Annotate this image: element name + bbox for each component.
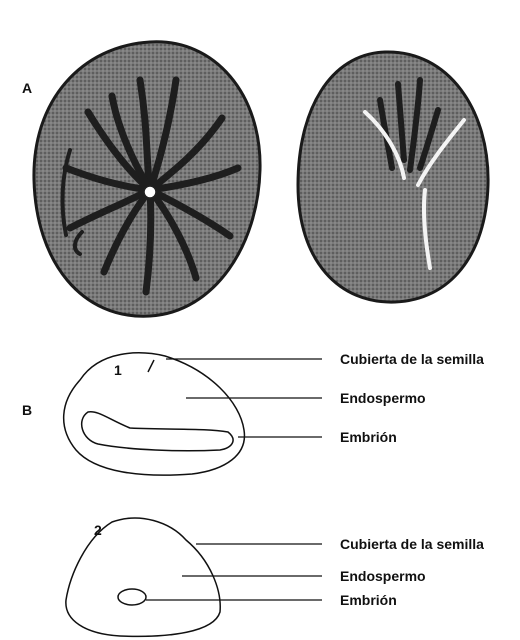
label-endosperm-1: Endospermo	[340, 390, 426, 406]
seed-2-outline	[66, 518, 220, 636]
figure-number-1: 1	[114, 362, 122, 378]
figure-number-2: 2	[94, 522, 102, 538]
panel-label-a: A	[22, 80, 32, 96]
seed-1-outline	[64, 353, 245, 475]
seed-diagram-2	[66, 518, 322, 636]
label-endosperm-2: Endospermo	[340, 568, 426, 584]
panel-label-b: B	[22, 402, 32, 418]
label-seed-coat-2: Cubierta de la semilla	[340, 536, 484, 552]
seed-1-leader-lines	[166, 359, 322, 437]
seed-a-left	[34, 42, 260, 316]
seed-1-embryo	[82, 412, 233, 451]
seed-diagram-1	[64, 353, 322, 475]
seed-2-leader-lines	[146, 544, 322, 600]
seed-a-right	[298, 52, 488, 302]
label-embryo-1: Embrión	[340, 429, 397, 445]
seed-2-embryo	[118, 589, 146, 605]
seed-center-hilum	[144, 186, 156, 198]
seed-1-coat-mark	[148, 360, 154, 372]
label-embryo-2: Embrión	[340, 592, 397, 608]
label-seed-coat-1: Cubierta de la semilla	[340, 351, 484, 367]
